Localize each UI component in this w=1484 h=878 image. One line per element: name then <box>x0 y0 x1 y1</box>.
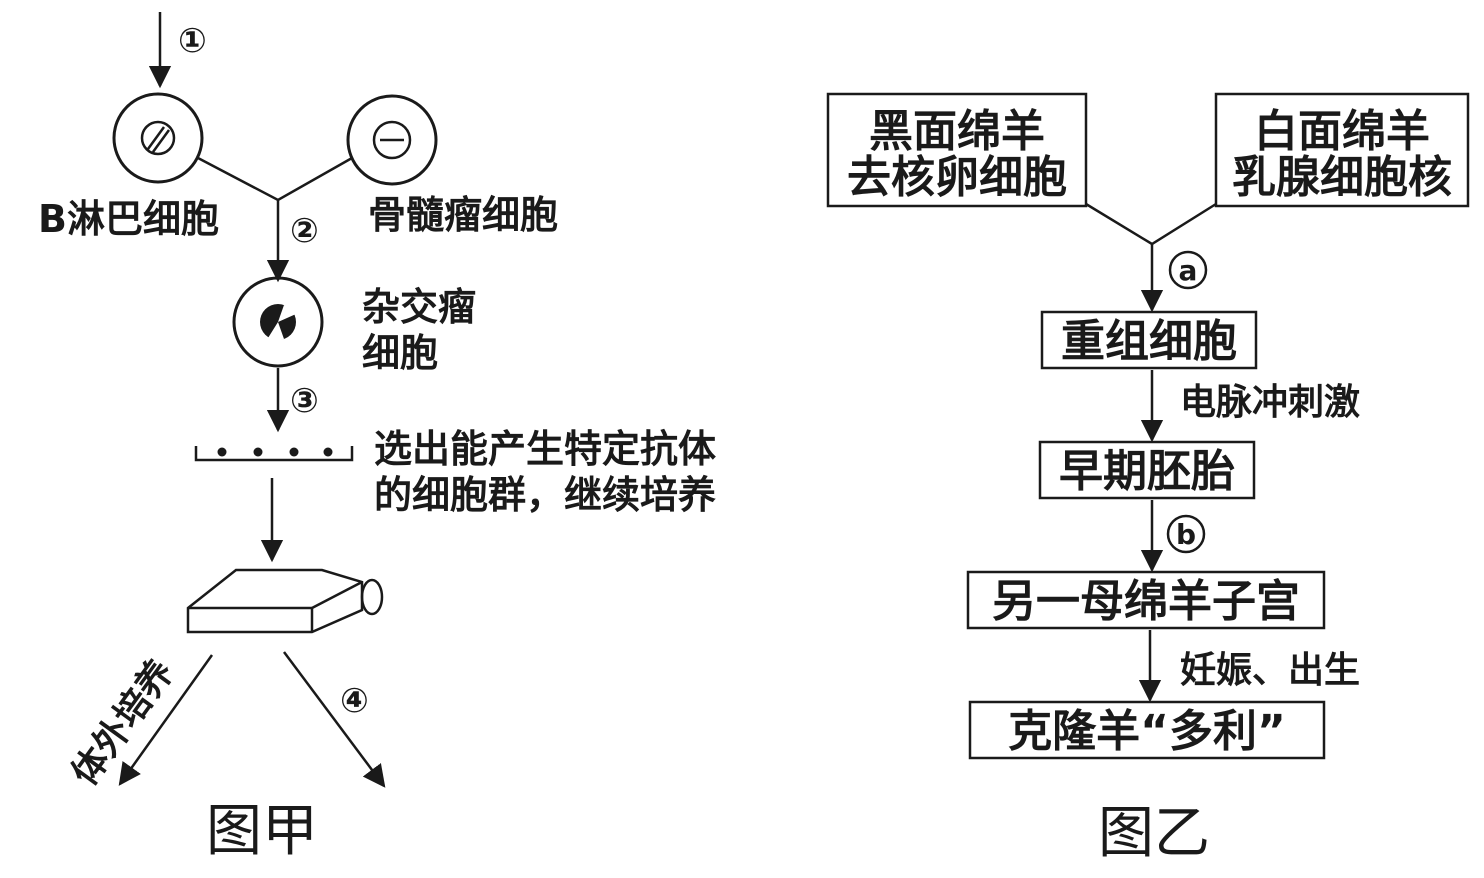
svg-text:a: a <box>1179 254 1198 287</box>
caption-figure-a: 图甲 <box>206 799 318 864</box>
hybridoma-cell <box>232 276 324 368</box>
step-3-mark: ③ <box>290 381 319 421</box>
culture-flask <box>186 568 384 634</box>
svg-text:b: b <box>1176 518 1196 551</box>
b-cell <box>112 92 204 184</box>
myeloma-label: 骨髓瘤细胞 <box>368 193 558 237</box>
box-clone-sheep <box>968 700 1326 760</box>
pregnancy-label: 妊娠、出生 <box>1180 650 1360 691</box>
fusion-connector <box>197 156 353 202</box>
step-2-mark: ② <box>290 211 319 251</box>
box-clone-label: 克隆羊“多利” <box>1008 706 1286 757</box>
box-surrogate-uterus <box>966 570 1326 630</box>
box-uterus-label: 另一母绵羊子宫 <box>992 576 1300 627</box>
box-black-line1: 黑面绵羊 <box>869 106 1045 157</box>
electric-label: 电脉冲刺激 <box>1180 382 1360 423</box>
box-early-embryo <box>1038 440 1256 500</box>
select-text-line2: 的细胞群，继续培养 <box>374 473 716 517</box>
box-recombined-cell <box>1040 310 1258 370</box>
screening-plate <box>194 446 354 462</box>
box-black-line2: 去核卵细胞 <box>847 152 1067 203</box>
join-connector <box>1085 202 1217 246</box>
hybridoma-label-line1: 杂交瘤 <box>362 285 476 329</box>
step-4-mark: ④ <box>340 681 369 721</box>
box-black-sheep-egg <box>826 92 1088 208</box>
arrow-step-4 <box>282 651 386 788</box>
box-embryo-label: 早期胚胎 <box>1059 446 1235 497</box>
hybridoma-label-line2: 细胞 <box>362 331 438 375</box>
step-a-mark: a <box>1168 250 1208 290</box>
box-white-line2: 乳腺细胞核 <box>1232 152 1452 203</box>
myeloma-cell <box>346 94 438 186</box>
caption-figure-b: 图乙 <box>1098 801 1210 866</box>
arrow-in-vitro <box>118 654 214 786</box>
step-b-mark: b <box>1166 514 1206 554</box>
figure-b: 黑面绵羊 去核卵细胞 白面绵羊 乳腺细胞核 a 重组细胞 电脉冲刺激 早期胚胎 … <box>826 92 1470 866</box>
step-1-mark: ① <box>178 21 207 61</box>
box-recombined-label: 重组细胞 <box>1061 316 1237 367</box>
figure-a: ① B淋巴细胞 骨髓瘤细胞 ② 杂交瘤 细胞 <box>38 12 716 864</box>
b-cell-label: B淋巴细胞 <box>38 197 219 241</box>
box-white-sheep-nucleus <box>1214 92 1470 208</box>
select-text-line1: 选出能产生特定抗体 <box>374 427 716 471</box>
box-white-line1: 白面绵羊 <box>1254 106 1430 157</box>
